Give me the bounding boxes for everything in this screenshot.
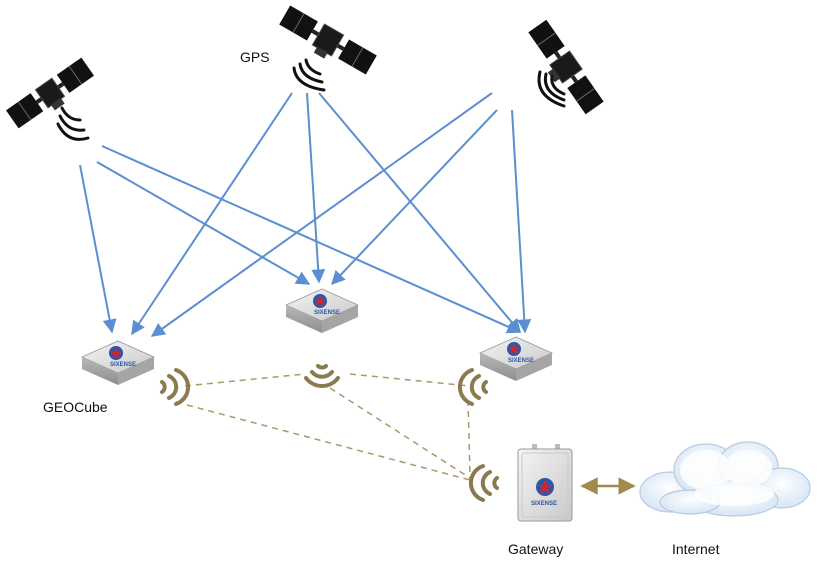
satellite-wave-icon bbox=[56, 106, 90, 141]
signal-arrow bbox=[101, 145, 522, 334]
geocube-device-icon: SIXENSE bbox=[479, 336, 553, 381]
mesh-radio-links bbox=[184, 373, 471, 481]
mesh-link bbox=[184, 373, 306, 387]
device-brand-text: SIXENSE bbox=[508, 358, 534, 364]
internet-label: Internet bbox=[672, 541, 720, 557]
mesh-link bbox=[467, 399, 471, 477]
satellite-icon bbox=[6, 57, 94, 129]
gateway-device-icon: SIXENSE bbox=[517, 444, 573, 522]
device-brand-text: SIXENSE bbox=[110, 362, 136, 368]
signal-arrow bbox=[131, 92, 293, 336]
signal-arrow bbox=[79, 164, 117, 334]
satellite-icon bbox=[528, 19, 604, 115]
wireless-signal-icon bbox=[457, 368, 488, 406]
satellite-wave-icon bbox=[292, 58, 326, 92]
mesh-link bbox=[349, 373, 471, 387]
mesh-link bbox=[329, 387, 471, 479]
cloud-highlight bbox=[680, 450, 774, 506]
gps-label: GPS bbox=[240, 49, 270, 65]
mesh-link bbox=[186, 404, 471, 481]
gateway-label: Gateway bbox=[508, 541, 564, 557]
geocube-label: GEOCube bbox=[43, 399, 108, 415]
signal-arrow bbox=[150, 92, 493, 337]
geocube-device-icon: SIXENSE bbox=[285, 288, 359, 333]
geocube-device-icon: SIXENSE bbox=[81, 340, 155, 385]
wireless-signal-icon bbox=[304, 364, 340, 388]
signal-arrow bbox=[511, 109, 532, 334]
device-brand-text: SIXENSE bbox=[531, 501, 557, 507]
wireless-signal-icon bbox=[160, 368, 191, 406]
satellite-icon bbox=[279, 5, 377, 75]
signal-arrow bbox=[331, 109, 498, 286]
signal-arrow bbox=[96, 161, 311, 285]
signal-arrow bbox=[306, 92, 326, 284]
device-brand-text: SIXENSE bbox=[314, 310, 340, 316]
satellite-wave-icon bbox=[537, 70, 566, 108]
signal-arrow bbox=[318, 92, 521, 334]
wireless-signal-icon bbox=[468, 464, 499, 502]
satellite-signal-arrows bbox=[79, 92, 532, 337]
